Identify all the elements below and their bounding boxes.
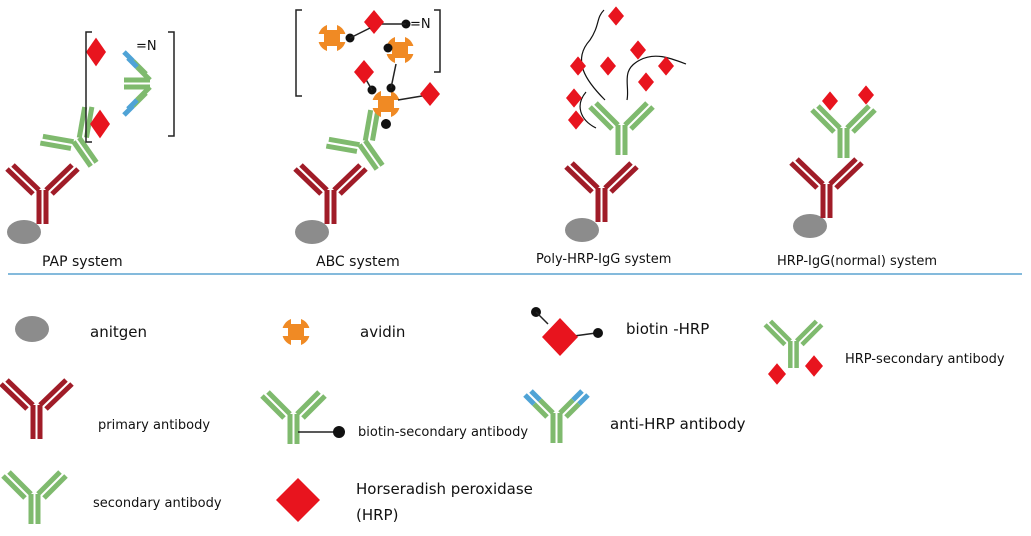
poly-hrp-2 [570,56,586,76]
pap-bracket-right [168,31,175,137]
hrp-diamond-icon [542,318,578,356]
hrp-diamond-icon [768,363,786,385]
poly-polymer-chain-left [580,9,606,101]
abc-primary-antibody [295,165,366,224]
pap-antigen [7,220,41,244]
abc-hrp-right [420,82,440,106]
pap-system: =N PAP system [7,31,175,270]
hrp-diamond-icon [276,478,320,522]
abc-avidin-top [317,23,347,53]
legend-avidin: avidin [281,317,405,347]
biotin-dot-icon [333,426,345,438]
poly-polymer-chain-mid [626,55,687,101]
biotin-secondary-antibody-icon [262,392,325,444]
pap-primary-antibody [7,165,78,224]
pap-bracket-left [85,31,92,143]
legend-anti-hrp-label: anti-HRP antibody [610,415,746,433]
legend-biotin-hrp: biotin -HRP [531,307,709,356]
normal-hrp-secondary-antibody [812,106,875,158]
legend-hrp-label-line1: Horseradish peroxidase [356,480,533,498]
poly-hrp-igg-system: Poly-HRP-IgG system [536,6,687,267]
anti-hrp-antibody-icon [525,391,588,443]
normal-antigen [793,214,827,238]
legend-hrp-secondary: HRP-secondary antibody [765,321,1005,385]
legend-biotin-secondary-label: biotin-secondary antibody [358,425,528,440]
poly-primary-antibody [566,163,637,222]
abc-biotin [381,119,391,129]
abc-antigen [295,220,329,244]
poly-antigen [565,218,599,242]
biotin-dot-icon [593,328,603,338]
legend-antigen: anitgen [15,316,147,342]
normal-primary-antibody [791,159,862,218]
pap-multiplier: =N [136,39,157,54]
legend-secondary-label: secondary antibody [93,496,222,511]
poly-hrp-7 [638,72,654,92]
pap-anti-hrp-antibody [124,52,150,115]
normal-label: HRP-IgG(normal) system [777,254,937,269]
poly-hrp-1 [608,6,624,26]
poly-secondary-antibody [590,103,653,155]
legend-anti-hrp: anti-HRP antibody [525,391,746,443]
poly-hrp-4 [630,40,646,60]
poly-hrp-3 [600,56,616,76]
legend: anitgen avidin biotin -HRP HRP-secondary… [1,307,1005,524]
abc-multiplier: =N [410,17,431,32]
secondary-antibody-icon [3,472,66,524]
poly-label: Poly-HRP-IgG system [536,252,671,267]
legend-hrp-secondary-label: HRP-secondary antibody [845,352,1005,367]
normal-hrp-left [822,91,838,111]
legend-antigen-label: anitgen [90,323,147,341]
antigen-icon [15,316,49,342]
legend-secondary: secondary antibody [3,472,222,524]
hrp-igg-normal-system: HRP-IgG(normal) system [777,85,937,269]
legend-hrp-label-line2: (HRP) [356,506,398,524]
poly-polymer-chain-low [579,91,597,129]
abc-label: ABC system [316,254,400,270]
abc-hrp-mid-left [354,60,374,84]
hrp-diamond-icon [805,355,823,377]
legend-biotin-hrp-label: biotin -HRP [626,320,709,338]
abc-bracket-right [434,9,441,73]
legend-primary-label: primary antibody [98,418,210,433]
legend-hrp: Horseradish peroxidase (HRP) [276,478,533,524]
pap-hrp-top [86,37,106,67]
legend-primary: primary antibody [1,380,210,439]
pap-label: PAP system [42,254,123,270]
abc-system: =N ABC system [295,9,441,270]
avidin-icon [281,317,311,347]
abc-bracket-left [295,9,302,97]
legend-biotin-secondary: biotin-secondary antibody [262,392,528,444]
primary-antibody-icon [1,380,72,439]
legend-avidin-label: avidin [360,323,405,341]
normal-hrp-right [858,85,874,105]
abc-hrp-top [364,10,384,34]
